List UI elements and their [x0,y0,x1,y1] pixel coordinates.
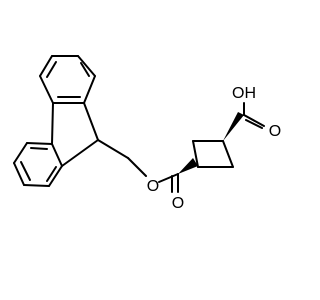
double-bond-inner [30,147,48,150]
fluorene-left-ring [13,142,63,187]
structure-canvas: O O OH O [13,55,281,212]
bond [192,140,199,168]
hydroxyl-label: OH [232,85,256,102]
bond [13,142,28,164]
bond [61,139,99,167]
ester-group [158,158,198,193]
double-bond-inner [46,61,57,78]
bond [23,184,50,187]
bond [39,75,54,104]
fluorene-five-ring [51,102,99,167]
molecule-structure: O O OH O [13,55,281,212]
bond [83,75,96,104]
double-bond-inner [20,161,31,181]
bond [97,139,129,159]
stereo-wedge [178,158,198,174]
ester-carbonyl-oxygen-label: O [172,195,184,212]
ester-oxygen-label: O [147,178,159,195]
bond [83,102,99,141]
bond [51,102,54,145]
methylene-linker [97,139,147,177]
bond [39,55,53,77]
bond [158,173,179,183]
bond [48,165,63,187]
stereo-wedge [223,112,244,141]
double-bond-inner [46,166,57,182]
bond [77,55,96,77]
carboxylic-acid-group [223,102,265,141]
bond [127,157,147,177]
fluorene-top-ring [39,55,96,104]
acid-carbonyl-oxygen-label: O [269,123,281,140]
double-bond-inner [80,62,90,77]
bond [51,143,63,167]
double-bond-inner [245,119,263,129]
atom-labels: O O OH O [147,85,281,212]
bond [13,162,25,186]
bond [243,114,265,127]
bond [26,142,53,145]
cyclobutane-ring [192,140,234,168]
bond [222,140,234,168]
